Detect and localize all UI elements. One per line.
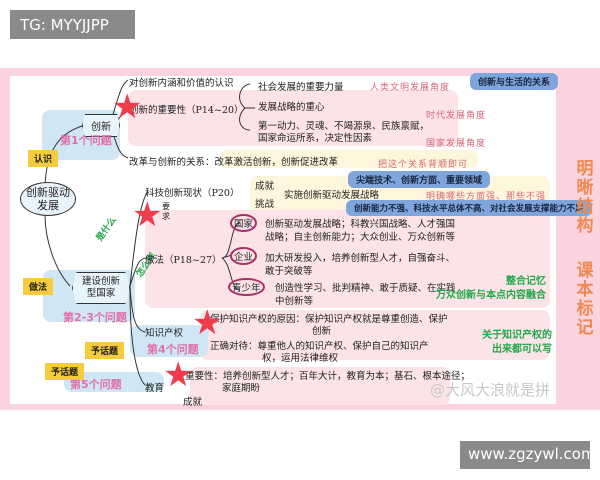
note-topic-edu: 予话题: [45, 363, 85, 380]
note-topic-ip: 予话题: [85, 342, 125, 359]
q4-box: [130, 325, 208, 357]
q5-box: [64, 372, 164, 392]
relation-box: [220, 150, 478, 168]
actor-enterprise: 企业: [230, 247, 258, 265]
edu-achievement: 成就: [183, 397, 203, 408]
ip-reason-2: 创新: [312, 326, 332, 337]
star-icon: ★: [163, 355, 194, 395]
star-icon: ★: [192, 303, 223, 343]
bar-strengths: 尖端技术、创新方面、重要领域: [348, 171, 491, 188]
edu-box: [190, 367, 450, 405]
actor-youth-text-2: 中创新等: [275, 296, 314, 307]
edu-importance-2: 家庭期盼: [222, 383, 261, 394]
green-line: 整合记忆: [506, 276, 546, 287]
item-concept[interactable]: 对创新内涵和价值的认识: [129, 78, 234, 89]
importance-box: [128, 90, 458, 146]
item-tech-status[interactable]: 科技创新现状（P20）: [145, 188, 240, 199]
green-note-ip: 关于知识产权的出来都可以写: [440, 329, 552, 357]
hint-relation: 把这个关系背顺即可: [378, 160, 469, 170]
actor-nation: 国家: [230, 214, 258, 232]
star-icon: ★: [132, 195, 163, 235]
side-label-textbook: 课本标记: [576, 261, 594, 338]
ip-reason-1: 保护知识产权的原因：保护知识产权就是尊重创造、保护: [210, 314, 448, 325]
green-line: 万众创新与本点内容融合: [436, 290, 546, 301]
item-method[interactable]: 做法（P18~27）: [145, 255, 222, 266]
hint-era: 时代发展角度: [426, 111, 487, 121]
corner-tag: TG: MYYJJPP: [10, 10, 135, 39]
note-recognize: 认识: [28, 150, 59, 167]
green-line: 关于知识产权的: [482, 330, 552, 341]
bar-weaknesses: 创新能力不强、科技水平总体不高、对社会发展支撑能力不足: [346, 200, 592, 216]
importance-1: 社会发展的重要力量: [258, 82, 344, 93]
root-node[interactable]: 创新驱动发展: [20, 182, 76, 216]
actor-nation-text-2: 战略；自主创新能力；大众创业、万众创新等: [265, 232, 456, 243]
hint-strengths: 明确哪些方面强、那些不强: [426, 192, 547, 202]
item-reform[interactable]: 改革与创新的关系：改革激活创新，创新促进改革: [129, 157, 339, 168]
node-education[interactable]: 教育: [145, 383, 165, 394]
item-importance[interactable]: 创新的重要性（P14~20）: [129, 105, 244, 116]
item-achievement: 成就: [255, 181, 275, 192]
star-icon: ★: [112, 87, 143, 127]
watermark: @大风大浪就是拼: [430, 381, 551, 399]
importance-4: 国家命运所系，决定性因素: [258, 133, 373, 144]
green-line: 出来都可以写: [492, 344, 552, 355]
importance-2: 发展战略的重心: [258, 102, 325, 113]
question-2-3: 第2-3个问题: [63, 311, 127, 324]
ip-treat-2: 权，运用法律维权: [262, 353, 339, 364]
label-requirement: 要求: [162, 202, 170, 221]
side-label-structure: 明晰结构: [576, 159, 594, 236]
question-4: 第4个问题: [147, 343, 199, 356]
edu-importance-1: 重要性：培养创新型人才；百年大计，教育为本；基石、根本途径；: [185, 371, 471, 382]
actor-enterprise-text-2: 敢于突破等: [265, 266, 313, 277]
label-life-relation: 创新与生活的关系: [470, 73, 559, 90]
hint-nation: 国家发展角度: [426, 139, 487, 149]
node-innovation[interactable]: 创新: [82, 114, 120, 137]
ip-treat-1: 正确对待：尊重他人的知识产权、保护自己的知识产: [210, 341, 429, 352]
ip-box: [200, 310, 550, 360]
item-challenge: 挑战: [255, 199, 275, 210]
actor-youth: 青少年: [228, 278, 265, 296]
actor-enterprise-text-1: 加大研发投入，培养创新型人才，自强奋斗、: [265, 253, 456, 264]
actor-youth-text-1: 创造性学习、批判精神、敢于质疑、在实践: [275, 283, 456, 294]
note-method: 做法: [23, 278, 54, 295]
site-label: www.zgzywl.com: [460, 441, 596, 469]
node-build-nation[interactable]: 建设创新型国家: [72, 272, 130, 304]
item-strategy: 实施创新驱动发展战略: [284, 190, 380, 201]
importance-3: 第一动力、灵魂、不竭源泉、民族禀赋，: [258, 121, 430, 132]
node-ip[interactable]: 知识产权: [145, 328, 184, 339]
green-note-integrate: 整合记忆万众创新与本点内容融合: [426, 275, 546, 303]
hint-civilization: 人类文明发展角度: [370, 83, 451, 93]
method-box: [145, 210, 550, 308]
question-5: 第5个问题: [70, 378, 122, 391]
question-1: 第1个问题: [60, 134, 112, 147]
actor-nation-text-1: 创新驱动发展战略；科教兴国战略、人才强国: [265, 219, 456, 230]
